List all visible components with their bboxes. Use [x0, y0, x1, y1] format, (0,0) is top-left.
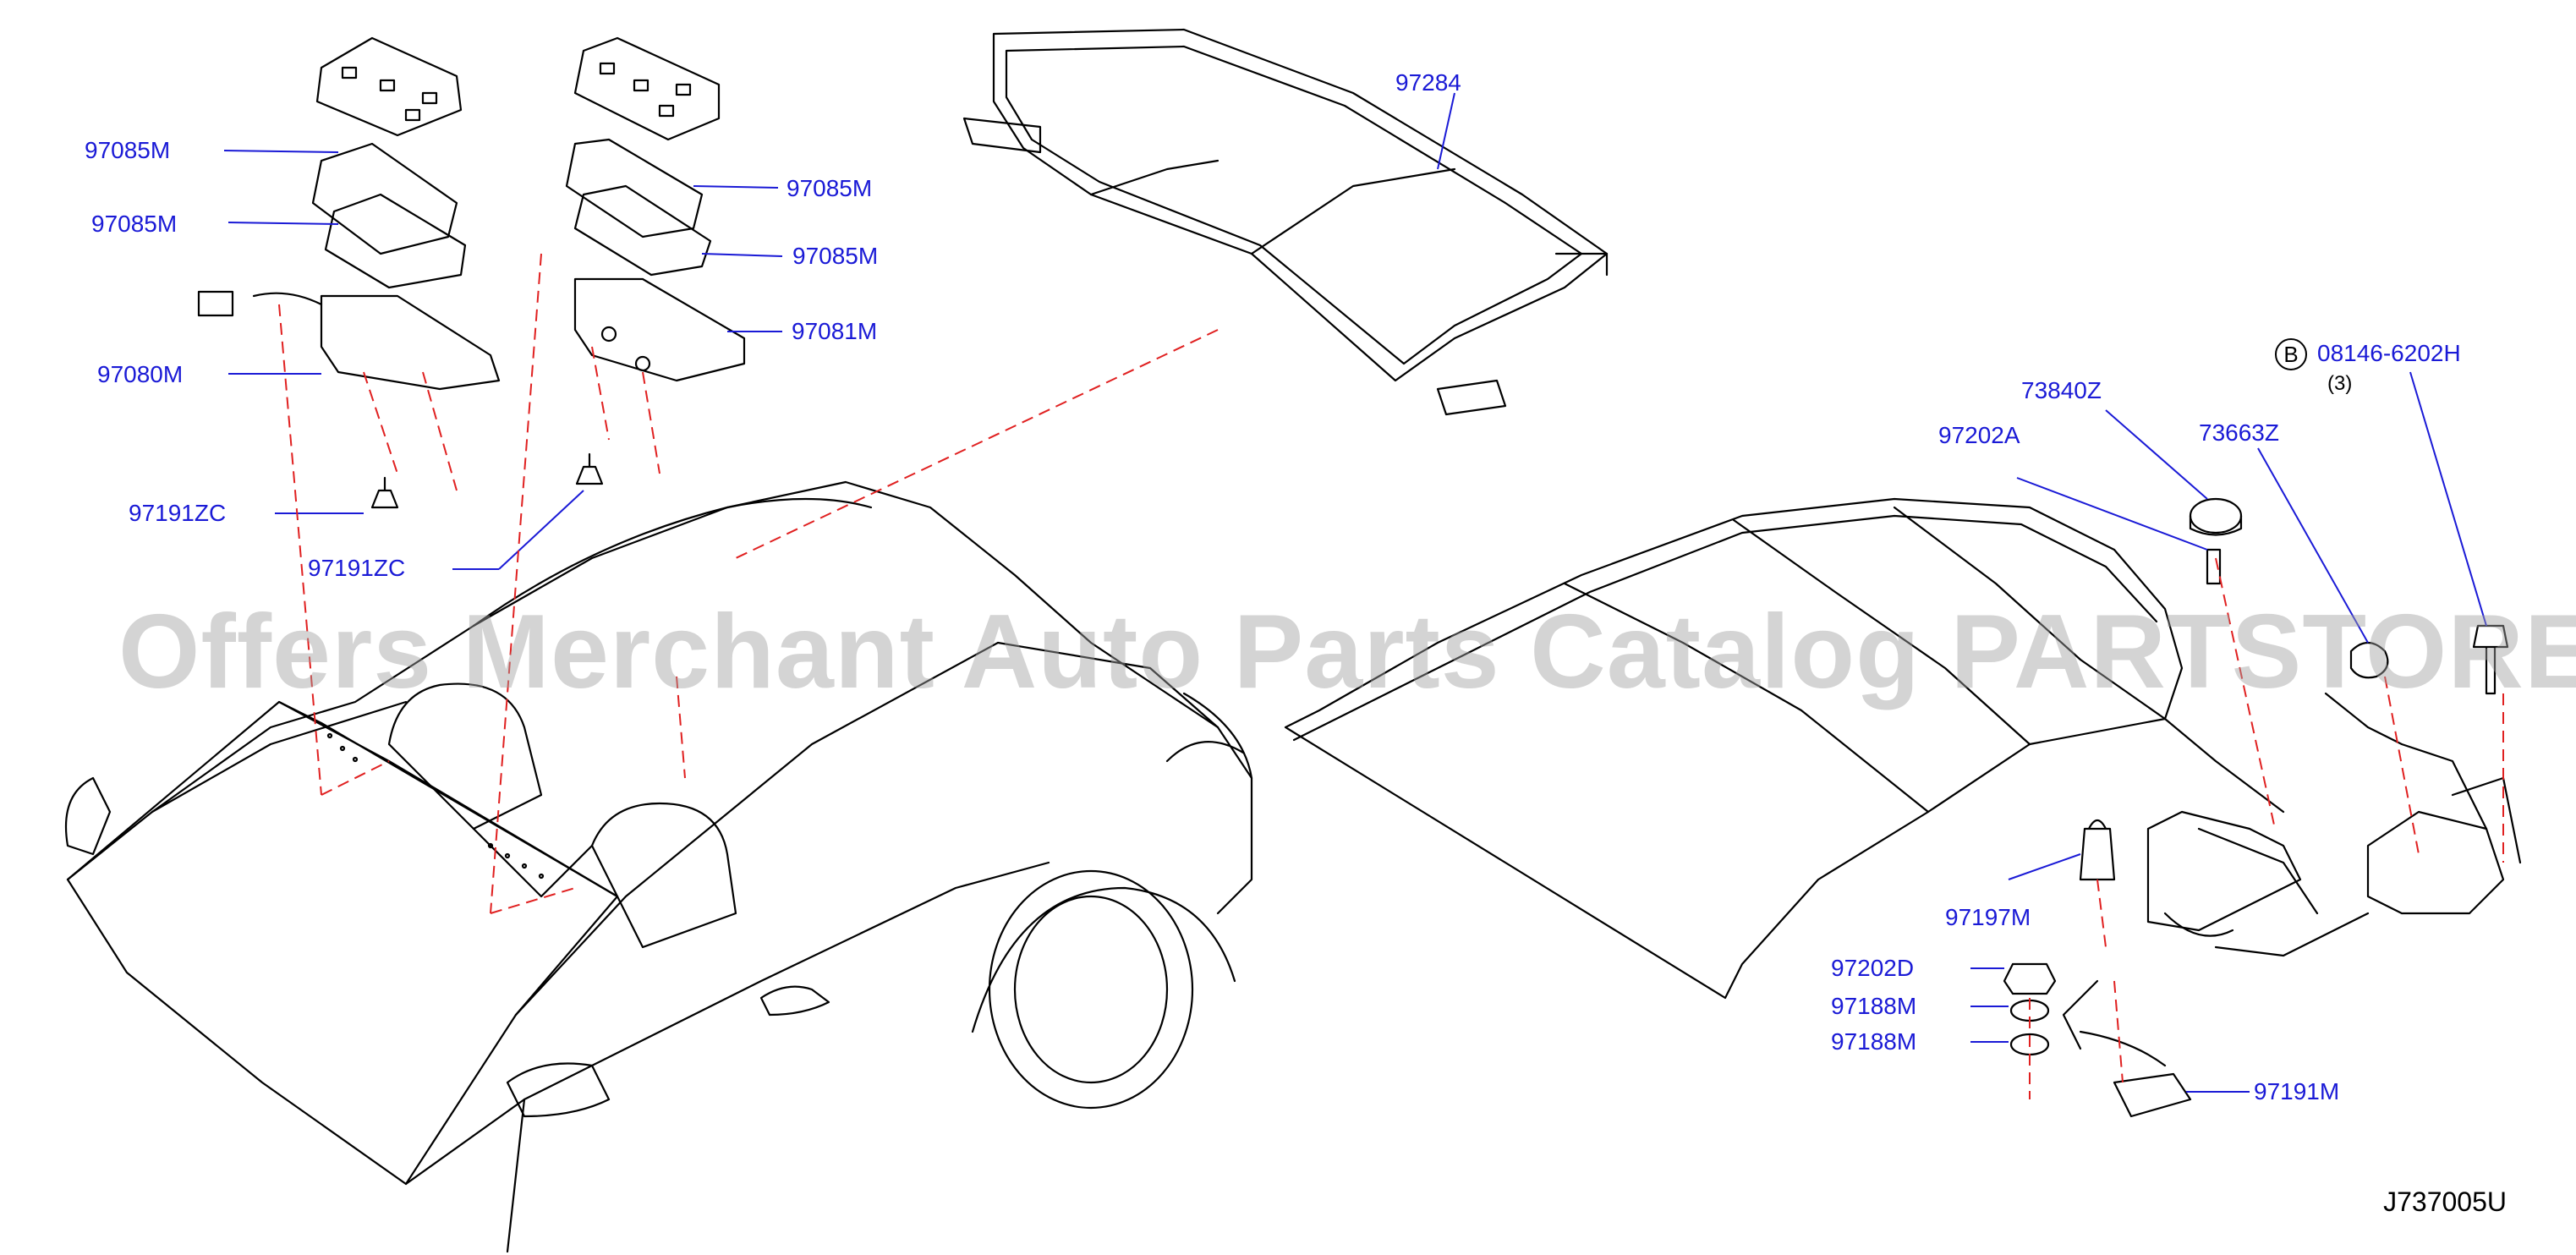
- clip-73663z: [2349, 641, 2389, 679]
- dashed-leaders: [278, 253, 2504, 1099]
- bolt-08146: [2472, 624, 2509, 695]
- callout-73663z[interactable]: 73663Z: [2199, 419, 2279, 446]
- callout-97085m-d[interactable]: 97085M: [792, 243, 879, 269]
- callout-97191m[interactable]: 97191M: [2254, 1078, 2340, 1104]
- callout-08146-6202h[interactable]: 08146-6202H: [2317, 340, 2461, 366]
- pad-97191m: [2113, 1072, 2192, 1118]
- nut-97202d: [2003, 962, 2057, 995]
- callout-73840z[interactable]: 73840Z: [2021, 377, 2102, 403]
- callout-97197m[interactable]: 97197M: [1945, 904, 2031, 930]
- callout-97202d[interactable]: 97202D: [1831, 955, 1915, 981]
- grommet-73840z: [2189, 497, 2243, 534]
- sensor-bracket-left: [197, 36, 501, 391]
- callout-97085m-b[interactable]: 97085M: [91, 211, 178, 237]
- soft-top-illustration: [1284, 497, 2488, 1000]
- wind-deflector-illustration: [962, 28, 1609, 416]
- bolt-97202a: [2206, 548, 2222, 585]
- leader-lines: [223, 92, 2487, 1093]
- callout-97080m[interactable]: 97080M: [97, 361, 184, 387]
- callout-97085m-a[interactable]: 97085M: [85, 137, 171, 163]
- callout-97188m-a[interactable]: 97188M: [1831, 993, 1917, 1019]
- bumper-97197m: [2079, 819, 2116, 881]
- callout-97284[interactable]: 97284: [1395, 69, 1461, 96]
- bolt-marker-b: B: [2275, 338, 2307, 370]
- diagram-code: J737005U: [2383, 1186, 2507, 1217]
- latch-mechanism: [2062, 776, 2522, 1067]
- pin-97191zc-b: [575, 452, 604, 485]
- callout-97202a[interactable]: 97202A: [1938, 422, 2020, 448]
- callout-97081m[interactable]: 97081M: [792, 318, 878, 344]
- sensor-bracket-right: [565, 36, 746, 382]
- callout-97188m-b[interactable]: 97188M: [1831, 1028, 1917, 1055]
- pin-97191zc-a: [370, 476, 399, 509]
- callout-97191zc-a[interactable]: 97191ZC: [129, 500, 227, 526]
- callout-97085m-c[interactable]: 97085M: [787, 175, 873, 201]
- car-body-illustration: [64, 480, 1253, 1253]
- bolt-quantity: (3): [2327, 372, 2353, 395]
- callout-97191zc-b[interactable]: 97191ZC: [308, 555, 406, 581]
- small-hardware: [2003, 497, 2509, 1118]
